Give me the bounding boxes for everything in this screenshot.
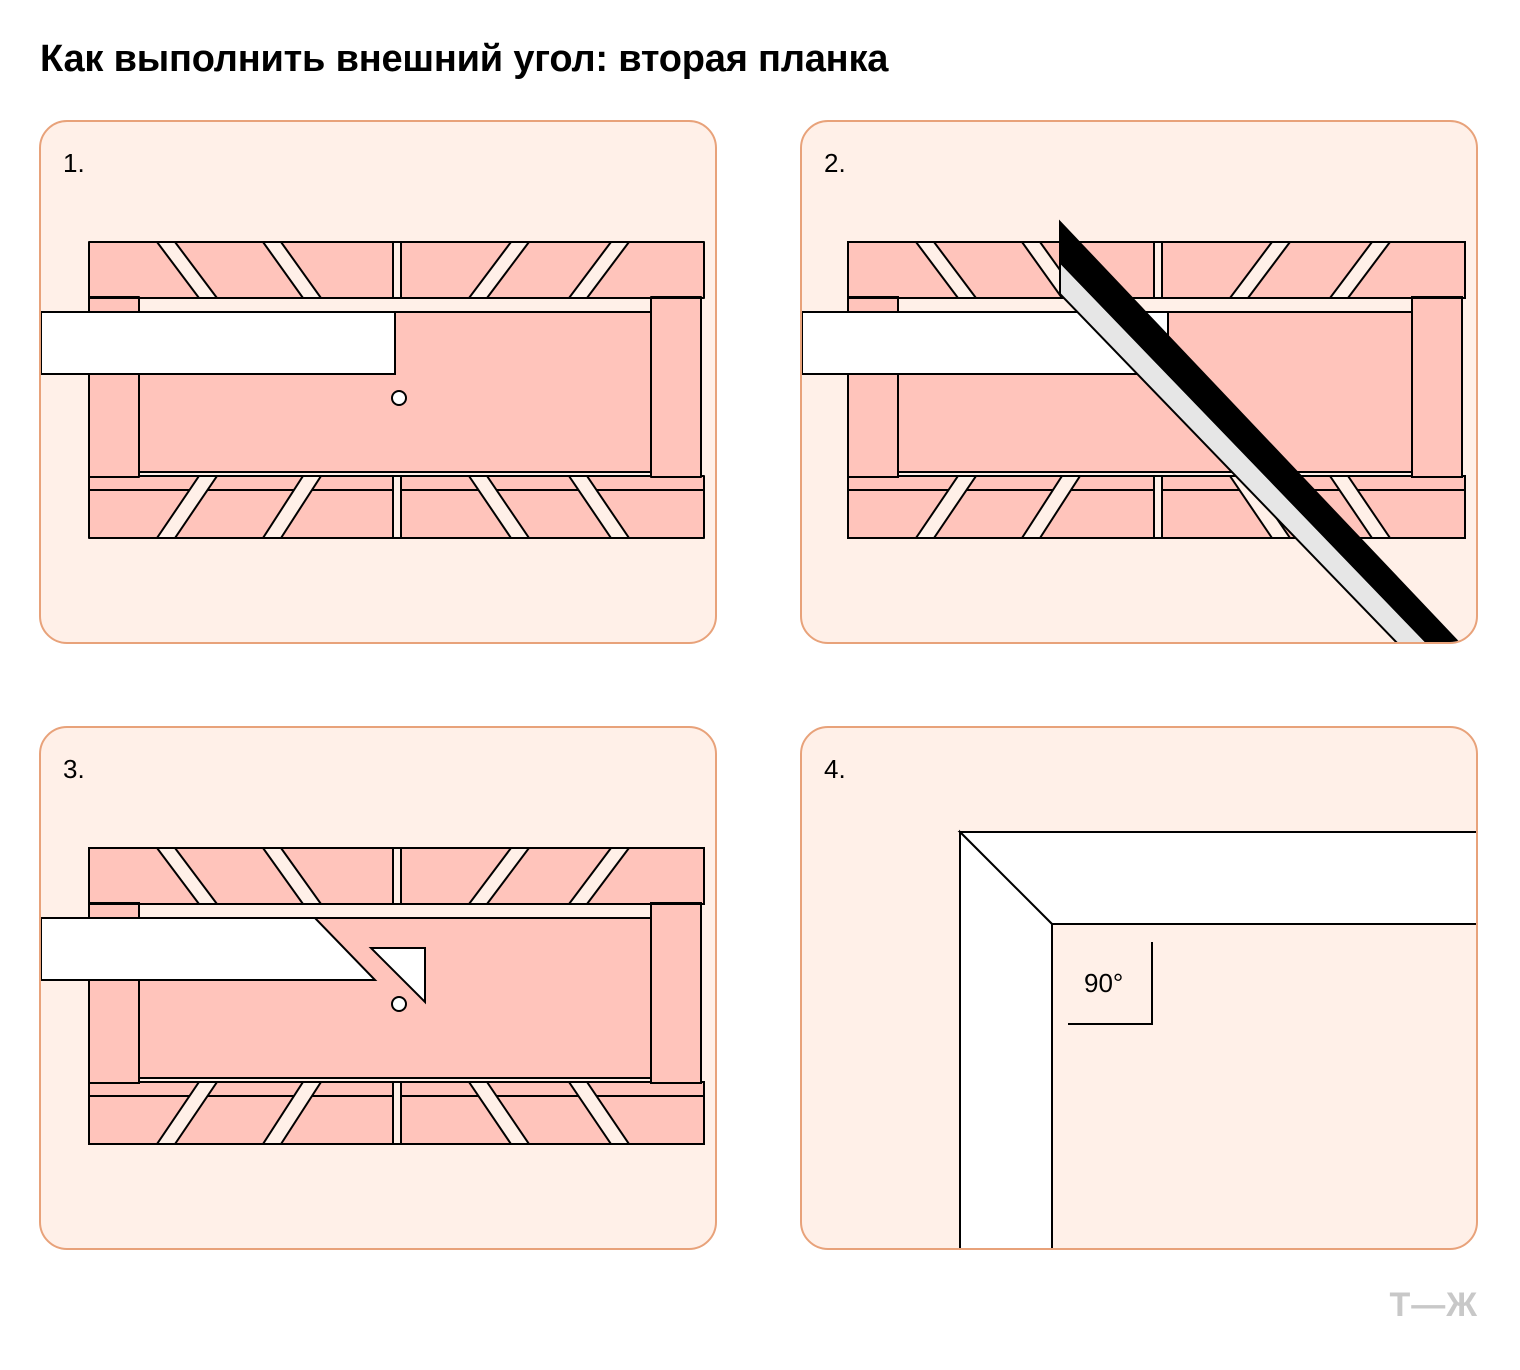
wood-strip (41, 311, 396, 375)
saw-blade (1059, 219, 1460, 642)
logo: Т—Ж (1389, 1286, 1478, 1324)
miter-slots (155, 847, 631, 1145)
cut-wood-strip (41, 917, 378, 981)
right-angle-mark (1068, 942, 1153, 1025)
step-2-illustration (802, 219, 1466, 642)
step-4-illustration: 90° (957, 829, 1476, 1248)
miter-slots (914, 241, 1392, 539)
vertical-strip (959, 829, 1053, 1248)
step-3-illustration (41, 847, 705, 1145)
cut-off-piece (368, 947, 426, 1005)
step-1-illustration (41, 241, 705, 539)
miter-slots (155, 241, 631, 539)
page-title: Как выполнить внешний угол: вторая планк… (40, 38, 889, 80)
mark-dot (391, 390, 407, 406)
step-2-number: 2. (824, 148, 846, 178)
angle-label: 90° (1084, 968, 1123, 998)
step-2-panel: 2. (800, 120, 1478, 644)
step-3-number: 3. (63, 754, 85, 784)
mark-dot (391, 996, 407, 1012)
step-3-panel: 3. (39, 726, 717, 1250)
step-4-panel: 4. 90° (800, 726, 1478, 1250)
step-4-number: 4. (824, 754, 846, 784)
step-1-number: 1. (63, 148, 85, 178)
step-1-panel: 1. (39, 120, 717, 644)
